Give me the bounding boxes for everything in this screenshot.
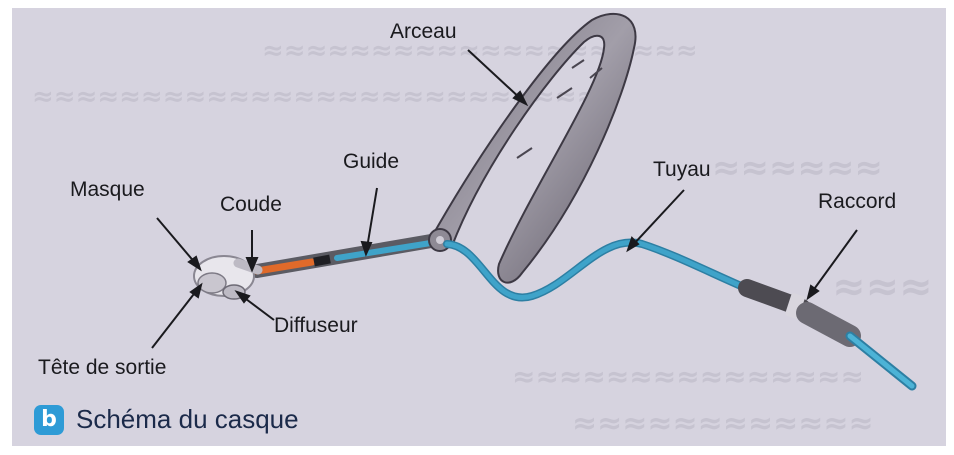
helmet-schematic [12, 8, 946, 446]
label-coude: Coude [220, 193, 282, 217]
arceau-headband [430, 14, 636, 283]
label-arceau: Arceau [390, 20, 457, 44]
label-tuyau: Tuyau [653, 158, 711, 182]
label-tete-de-sortie: Tête de sortie [38, 356, 166, 380]
figure-panel: ≈≈≈≈≈≈≈≈≈≈≈≈≈≈≈≈≈≈≈≈ ≈≈≈≈≈≈≈≈≈≈≈≈≈≈≈≈≈≈≈… [12, 8, 946, 446]
label-diffuseur: Diffuseur [274, 314, 358, 338]
label-masque: Masque [70, 178, 145, 202]
caption-text: Schéma du casque [76, 404, 299, 435]
label-guide: Guide [343, 150, 399, 174]
figure-caption: b Schéma du casque [34, 404, 299, 435]
figure-badge: b [34, 405, 64, 435]
raccord-connector [747, 288, 912, 386]
label-raccord: Raccord [818, 190, 896, 214]
